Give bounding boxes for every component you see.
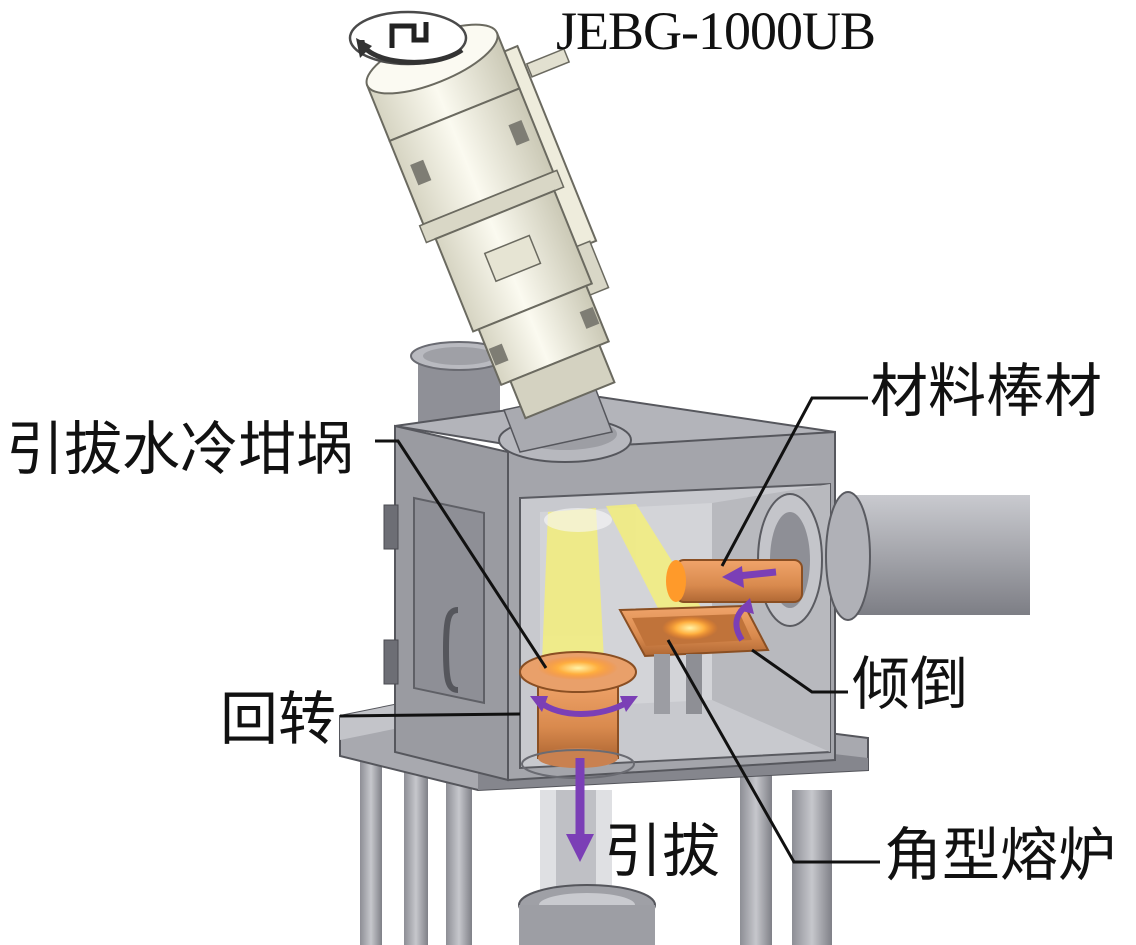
side-port xyxy=(757,491,1030,627)
model-title: JEBG-1000UB xyxy=(556,1,876,61)
support-legs xyxy=(360,730,832,945)
leader-crucible xyxy=(375,439,548,669)
label-tilt: 倾倒 xyxy=(852,650,969,718)
leader-furnace xyxy=(666,639,880,864)
electron-beams xyxy=(542,504,704,662)
label-pull: 引拔 xyxy=(604,817,721,885)
label-angle-furnace: 角型熔炉 xyxy=(884,821,1117,889)
leader-material-rod xyxy=(720,396,868,567)
leader-tilt xyxy=(751,648,848,694)
leader-rotation xyxy=(339,712,521,718)
angle-furnace xyxy=(618,604,770,714)
rotate-arrow-icon xyxy=(348,10,468,66)
leader-lines xyxy=(339,396,880,864)
label-material-rod: 材料棒材 xyxy=(870,357,1103,425)
label-water-cooled-crucible: 引拔水冷坩埚 xyxy=(6,415,355,483)
motion-arrows xyxy=(530,566,777,862)
label-rotation: 回转 xyxy=(220,685,337,753)
gun-flange xyxy=(498,389,632,463)
